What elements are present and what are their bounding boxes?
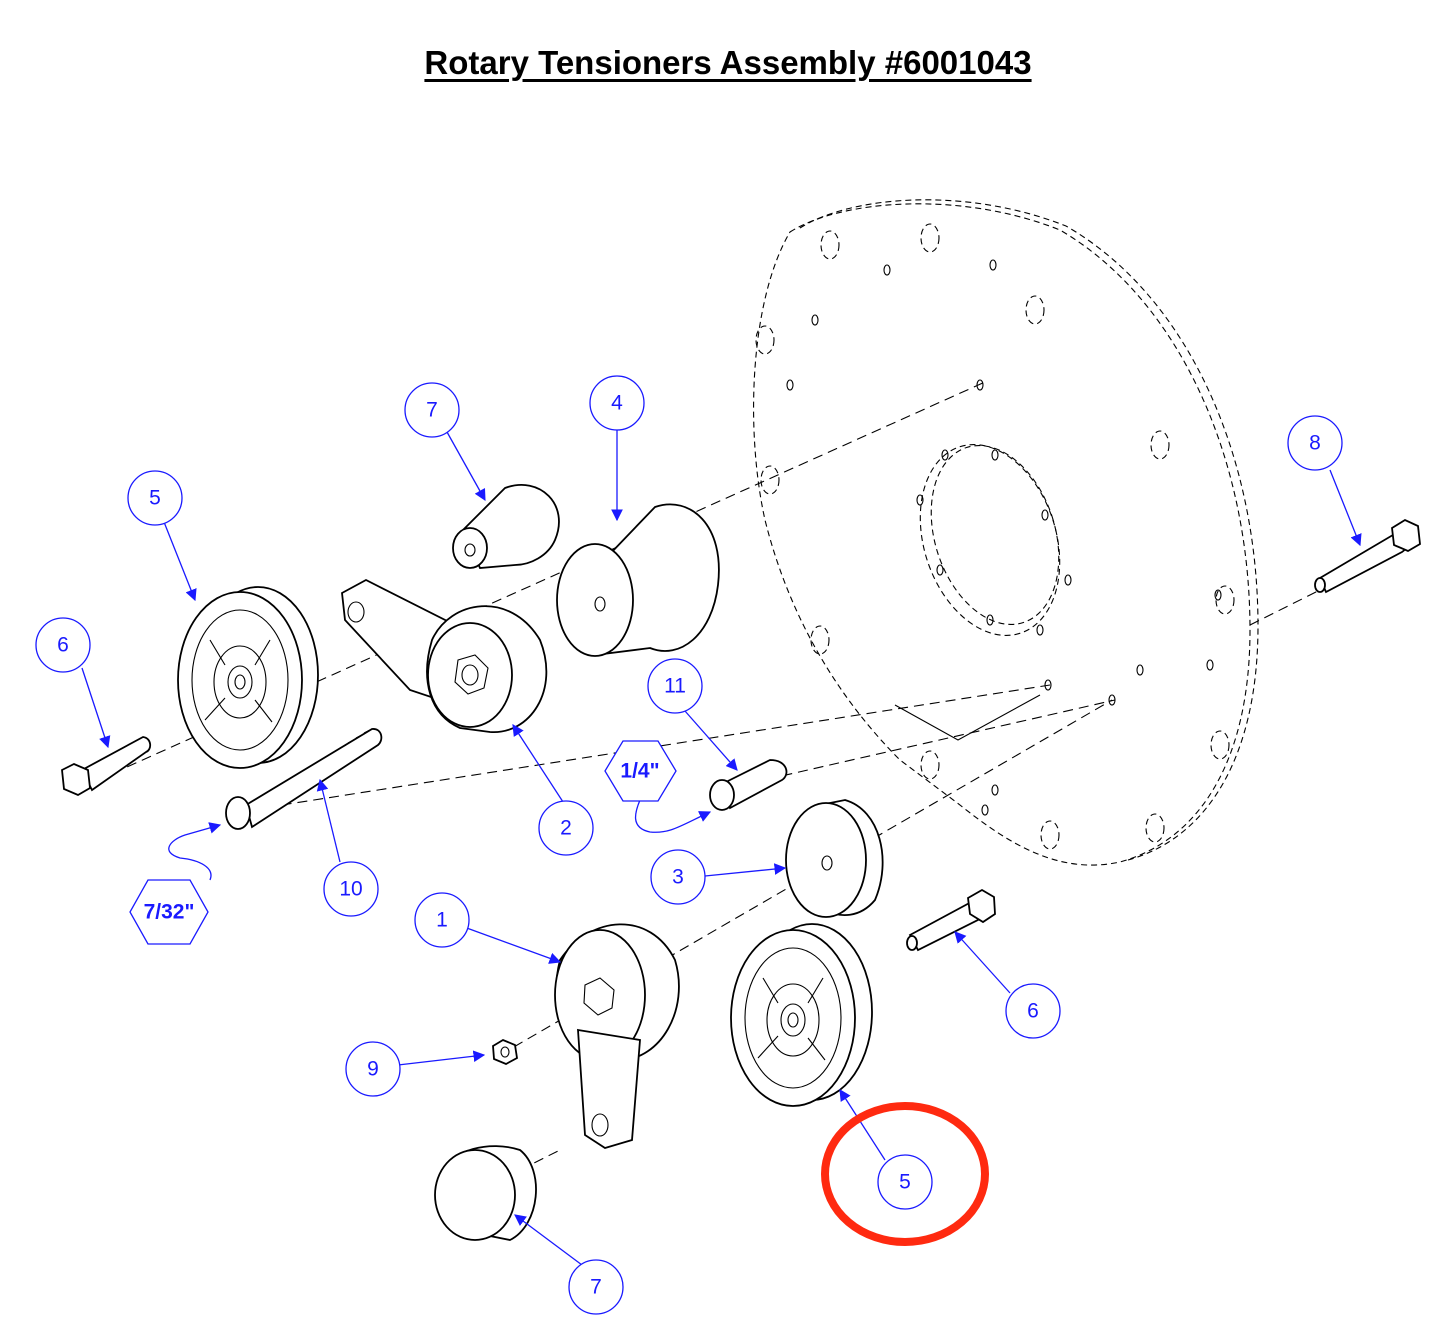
part-7-bottom-bumper xyxy=(434,1145,537,1241)
callout-2: 2 xyxy=(538,800,594,856)
page-title: Rotary Tensioners Assembly #6001043 xyxy=(424,44,1032,81)
callout-10: 10 xyxy=(323,861,379,917)
callout-11-label: 11 xyxy=(664,675,686,698)
callout-4: 4 xyxy=(589,375,645,431)
callout-5-bottom-label: 5 xyxy=(899,1171,911,1194)
leader-lines xyxy=(81,428,1362,1266)
part-3-disc-spacer xyxy=(785,799,884,918)
part-5-top-pulley xyxy=(177,586,319,769)
part-6-right-bolt xyxy=(906,888,996,952)
hex-key-label-left: 7/32" xyxy=(144,901,195,924)
highlight-ring xyxy=(821,1102,989,1246)
part-5-bottom-pulley xyxy=(730,923,873,1107)
hex-key-label-right: 1/4" xyxy=(620,760,659,783)
callout-9-label: 9 xyxy=(367,1058,379,1081)
callout-2-label: 2 xyxy=(560,817,572,840)
hex-key-callout-1-4: 1/4" xyxy=(604,740,677,802)
callout-6-left-label: 6 xyxy=(57,634,69,657)
callout-7-top-label: 7 xyxy=(426,399,438,422)
callout-1-label: 1 xyxy=(436,909,448,932)
callout-8-label: 8 xyxy=(1309,432,1321,455)
callout-7-bottom-label: 7 xyxy=(590,1276,602,1299)
callout-10-label: 10 xyxy=(339,878,362,901)
callout-7-top: 7 xyxy=(404,382,460,438)
part-7-top-bumper xyxy=(452,484,560,569)
callout-1: 1 xyxy=(414,892,470,948)
callout-9: 9 xyxy=(345,1041,401,1097)
mounting-plate xyxy=(753,199,1259,866)
callout-8: 8 xyxy=(1287,415,1343,471)
callout-7-bottom: 7 xyxy=(568,1259,624,1315)
part-6-left-bolt xyxy=(61,736,152,797)
part-10-long-screw xyxy=(225,728,383,830)
hex-key-callout-7-32: 7/32" xyxy=(129,879,209,945)
callout-5-top-label: 5 xyxy=(149,487,161,510)
callout-6-right-label: 6 xyxy=(1027,1000,1039,1023)
part-8-right-bolt xyxy=(1314,518,1421,594)
callout-5-top: 5 xyxy=(127,470,183,526)
callout-4-label: 4 xyxy=(611,392,623,415)
part-4-cylinder-spacer xyxy=(556,503,720,657)
assembly-axis-lines xyxy=(97,381,1321,1171)
callout-3: 3 xyxy=(650,849,706,905)
callout-6-left: 6 xyxy=(35,617,91,673)
callout-6-right: 6 xyxy=(1005,983,1061,1039)
part-2-upper-tensioner xyxy=(341,578,548,733)
callout-5-bottom: 5 xyxy=(877,1154,933,1210)
callout-11: 11 xyxy=(647,658,703,714)
part-1-lower-tensioner xyxy=(554,923,680,1149)
part-11-shoulder-screw xyxy=(709,759,788,811)
part-9-hex-nut xyxy=(492,1038,518,1065)
callout-3-label: 3 xyxy=(672,866,684,889)
